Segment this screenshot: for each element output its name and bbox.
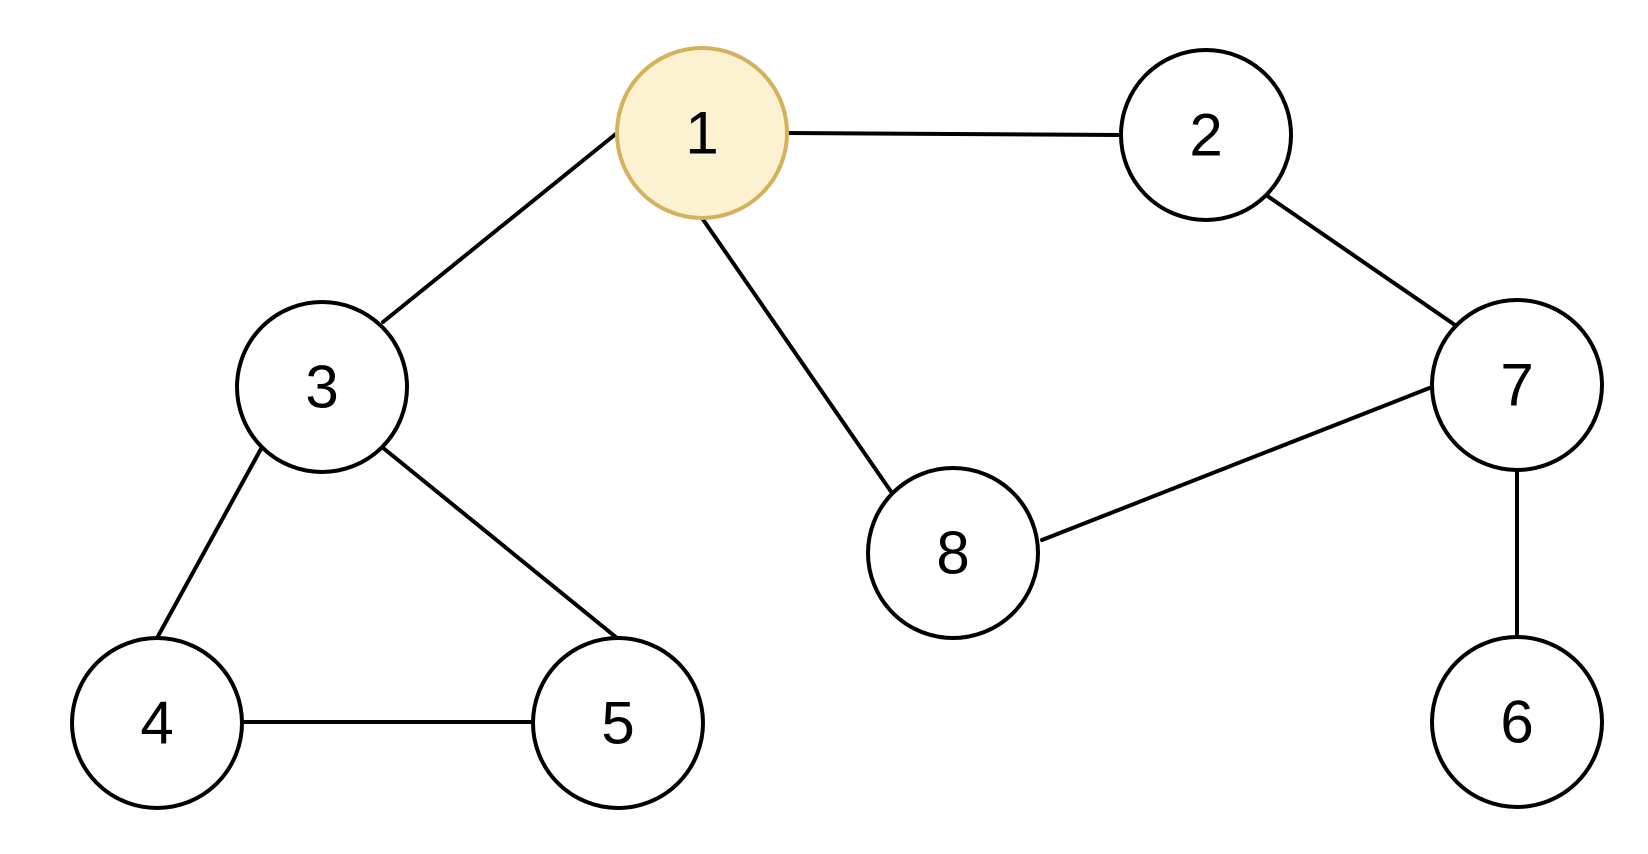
graph-edge-7-8[interactable] — [1040, 385, 1434, 542]
graph-edge-3-5[interactable] — [380, 445, 619, 640]
node-circle[interactable] — [235, 300, 409, 474]
node-circle[interactable] — [531, 636, 705, 810]
node-circle[interactable] — [1430, 298, 1604, 472]
graph-edge-1-8[interactable] — [700, 216, 894, 495]
graph-edge-1-2[interactable] — [785, 131, 1123, 137]
node-label: 5 — [601, 690, 634, 757]
node-circle[interactable] — [1430, 635, 1604, 809]
graph-node-5[interactable]: 5 — [531, 636, 705, 810]
graph-node-1[interactable]: 1 — [615, 46, 789, 220]
graph-node-4[interactable]: 4 — [70, 636, 244, 810]
node-label: 4 — [140, 690, 173, 757]
graph-node-6[interactable]: 6 — [1430, 635, 1604, 809]
graph-node-2[interactable]: 2 — [1119, 48, 1293, 222]
graph-node-7[interactable]: 7 — [1430, 298, 1604, 472]
graph-node-3[interactable]: 3 — [235, 300, 409, 474]
graph-edge-3-4[interactable] — [155, 445, 264, 640]
graph-edge-1-3[interactable] — [381, 131, 619, 324]
graph-edge-2-7[interactable] — [1264, 193, 1457, 327]
node-label: 7 — [1500, 352, 1533, 419]
graph-node-8[interactable]: 8 — [866, 466, 1040, 640]
node-label: 6 — [1500, 689, 1533, 756]
node-label: 1 — [685, 100, 718, 167]
node-label: 3 — [305, 354, 338, 421]
node-circle[interactable] — [70, 636, 244, 810]
node-circle[interactable] — [1119, 48, 1293, 222]
node-circle-highlighted[interactable] — [615, 46, 789, 220]
node-label: 2 — [1189, 102, 1222, 169]
node-circle[interactable] — [866, 466, 1040, 640]
node-label: 8 — [936, 520, 969, 587]
